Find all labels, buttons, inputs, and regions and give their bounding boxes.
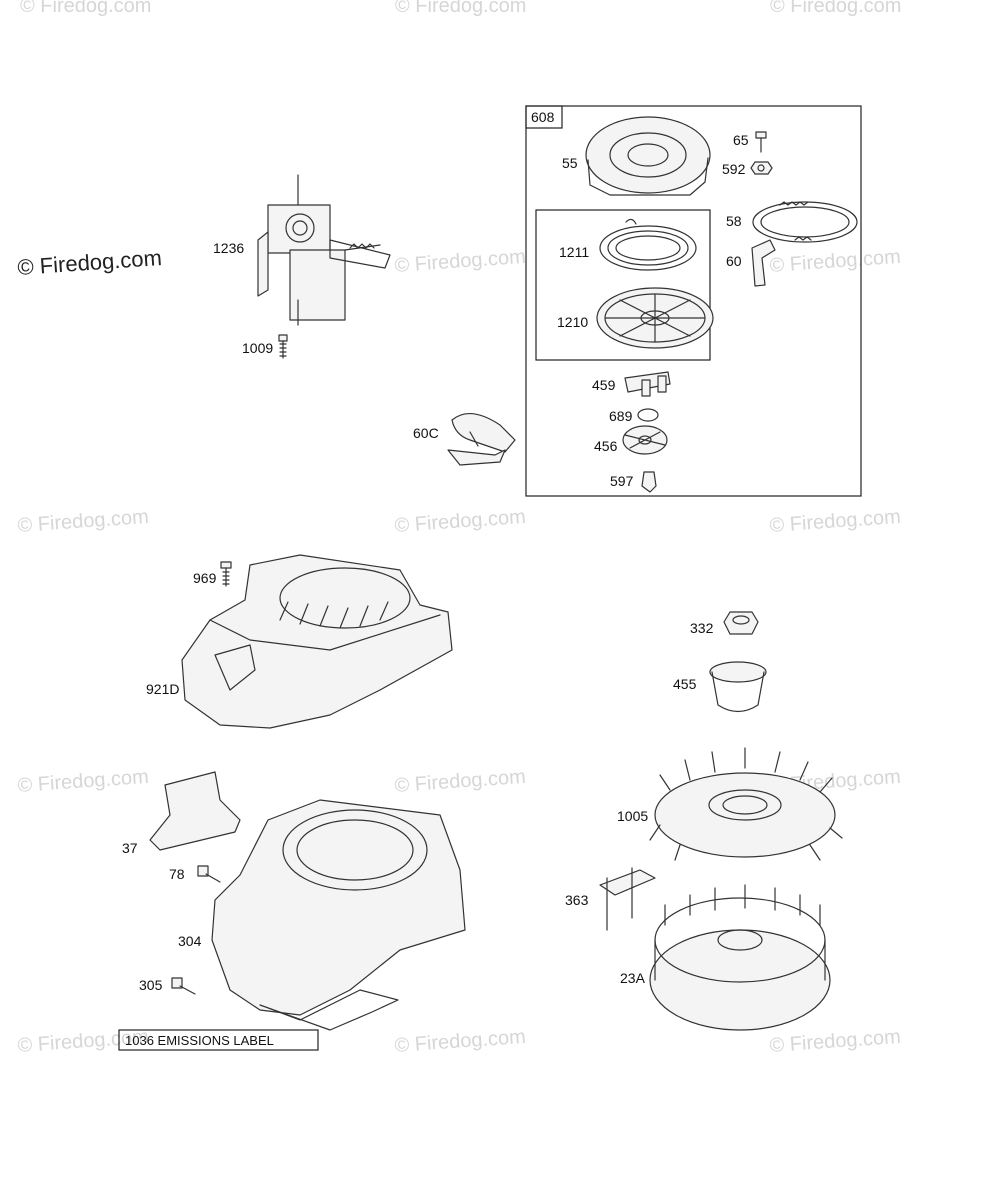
part-1211-drawing[interactable]: [599, 218, 697, 271]
part-label-363: 363: [565, 892, 589, 908]
part-label-689: 689: [609, 408, 633, 424]
part-65-drawing[interactable]: [755, 131, 767, 153]
part-label-1211: 1211: [559, 244, 589, 260]
watermark: © Firedog.com: [394, 246, 527, 277]
watermark: © Firedog.com: [769, 506, 902, 537]
watermark: © Firedog.com: [20, 0, 151, 17]
part-label-969: 969: [193, 570, 217, 586]
watermark: © Firedog.com: [394, 766, 527, 797]
part-label-304: 304: [178, 933, 202, 949]
watermark: © Firedog.com: [769, 1026, 902, 1057]
part-456-drawing[interactable]: [622, 425, 668, 455]
part-363-drawing[interactable]: [599, 867, 656, 931]
part-1009-drawing[interactable]: [278, 334, 288, 359]
part-label-60: 60: [726, 253, 742, 269]
part-455-drawing[interactable]: [709, 661, 767, 713]
part-label-1009: 1009: [242, 340, 273, 356]
part-1210-drawing[interactable]: [596, 287, 714, 349]
watermark: © Firedog.com: [769, 246, 902, 277]
part-921D-drawing[interactable]: [181, 554, 453, 729]
watermark: © Firedog.com: [770, 0, 901, 17]
part-label-459: 459: [592, 377, 616, 393]
watermark: © Firedog.com: [17, 766, 150, 797]
part-23A-drawing[interactable]: [649, 884, 831, 1031]
part-37-drawing[interactable]: [149, 771, 241, 851]
kit-box-608: 608: [525, 105, 862, 497]
part-label-305: 305: [139, 977, 163, 993]
part-592-drawing[interactable]: [750, 161, 773, 175]
part-60-drawing[interactable]: [751, 239, 776, 287]
part-689-drawing[interactable]: [637, 408, 659, 422]
watermark: © Firedog.com: [17, 506, 150, 537]
part-label-592: 592: [722, 161, 746, 177]
part-label-455: 455: [673, 676, 697, 692]
part-label-65: 65: [733, 132, 749, 148]
part-969-drawing[interactable]: [220, 561, 232, 587]
part-58-drawing[interactable]: [752, 201, 858, 243]
part-label-23A: 23A: [620, 970, 646, 986]
part-78-drawing[interactable]: [197, 865, 221, 883]
part-305-drawing[interactable]: [171, 977, 196, 995]
emissions-label-box: 1036 EMISSIONS LABEL: [118, 1029, 319, 1051]
part-1005-drawing[interactable]: [649, 747, 843, 861]
part-1236-drawing[interactable]: [257, 174, 391, 326]
part-597-drawing[interactable]: [641, 471, 657, 493]
part-label-597: 597: [610, 473, 634, 489]
part-55-drawing[interactable]: [585, 116, 711, 196]
watermark: © Firedog.com: [394, 506, 527, 537]
part-label-1210: 1210: [557, 314, 588, 330]
watermark: © Firedog.com: [394, 1026, 527, 1057]
part-label-55: 55: [562, 155, 578, 171]
part-label-78: 78: [169, 866, 185, 882]
part-label-37: 37: [122, 840, 138, 856]
part-304-drawing[interactable]: [211, 799, 466, 1031]
part-label-456: 456: [594, 438, 618, 454]
part-label-1005: 1005: [617, 808, 648, 824]
part-60C-drawing[interactable]: [447, 413, 516, 466]
emissions-label-text: 1036 EMISSIONS LABEL: [125, 1033, 274, 1048]
kit-box-label: 608: [531, 109, 555, 125]
part-label-921D: 921D: [146, 681, 179, 697]
part-459-drawing[interactable]: [624, 371, 671, 397]
watermark: © Firedog.com: [17, 245, 163, 280]
part-332-drawing[interactable]: [723, 611, 759, 635]
part-label-60C: 60C: [413, 425, 439, 441]
part-label-58: 58: [726, 213, 742, 229]
watermark: © Firedog.com: [395, 0, 526, 17]
part-labels: 1236 1009 60C 55 65 592 58 60 1211 1210 …: [122, 132, 749, 993]
part-label-1236: 1236: [213, 240, 244, 256]
part-label-332: 332: [690, 620, 714, 636]
